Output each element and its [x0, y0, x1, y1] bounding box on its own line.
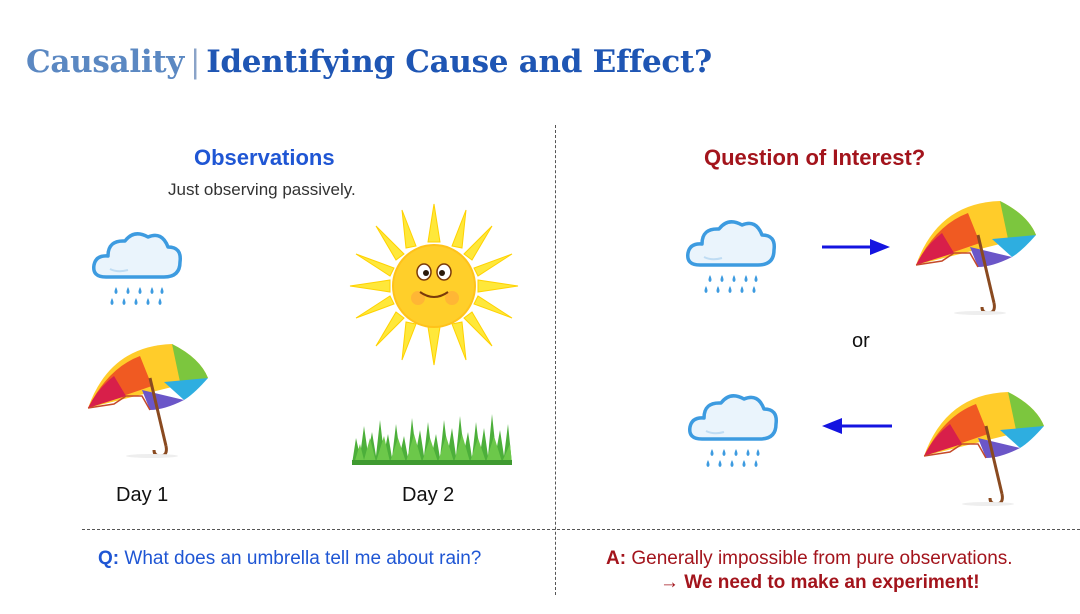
rain-cloud-icon — [92, 232, 182, 307]
observations-heading: Observations — [194, 145, 335, 170]
q-text: What does an umbrella tell me about rain… — [124, 548, 482, 569]
day2-label: Day 2 — [402, 484, 455, 506]
rain-cloud-icon — [686, 220, 776, 295]
umbrella-icon — [914, 199, 1038, 317]
grass-icon — [352, 414, 512, 465]
answer-conclusion: → We need to make an experiment! — [660, 572, 980, 593]
question-heading: Question of Interest? — [704, 145, 926, 170]
vertical-divider — [555, 125, 556, 595]
q-prefix: Q: — [98, 548, 120, 569]
day1-label: Day 1 — [116, 484, 169, 506]
arrow-right-icon — [822, 239, 890, 255]
horizontal-divider — [82, 529, 1080, 530]
or-label: or — [852, 330, 870, 352]
title-causality: Causality — [26, 44, 185, 80]
a-text: Generally impossible from pure observati… — [631, 548, 1013, 569]
answer-text: A: Generally impossible from pure observ… — [606, 548, 1013, 570]
question-text: Q: What does an umbrella tell me about r… — [98, 548, 481, 570]
a-prefix: A: — [606, 548, 627, 569]
title-subtitle: Identifying Cause and Effect? — [206, 44, 712, 80]
umbrella-icon — [922, 390, 1046, 508]
arrow-left-icon — [822, 418, 892, 434]
observations-subheading: Just observing passively. — [168, 180, 356, 199]
rain-cloud-icon — [688, 394, 778, 469]
sun-icon — [349, 203, 519, 366]
title-separator: | — [190, 44, 201, 80]
umbrella-icon — [86, 342, 210, 460]
page-title: Causality|Identifying Cause and Effect? — [26, 44, 712, 80]
